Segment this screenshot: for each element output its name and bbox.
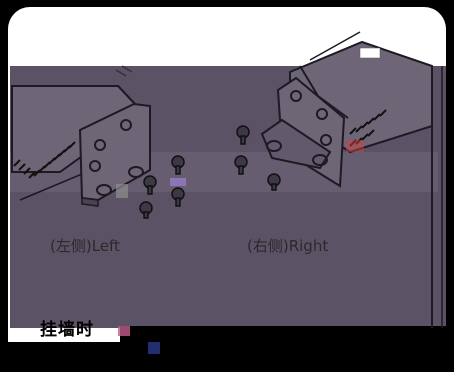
right-screw-2 <box>234 155 248 175</box>
right-bracket-hole-3 <box>320 134 332 146</box>
left-bracket-slot-2 <box>128 166 144 178</box>
bottom-band <box>8 342 454 364</box>
left-screw-hole-mark <box>116 184 128 198</box>
left-bracket-hole-2 <box>120 119 132 131</box>
right-bracket-hole-2 <box>316 108 328 120</box>
top-left-marks <box>115 65 133 77</box>
caption-right: (右侧)Right <box>247 237 329 255</box>
right-bracket-foot <box>260 118 332 170</box>
left-screw-2 <box>143 175 157 195</box>
left-screws <box>139 155 185 219</box>
right-color-artifact <box>346 140 364 152</box>
left-bracket-hole-3 <box>89 160 101 172</box>
left-bracket-hole-1 <box>94 139 106 151</box>
bottom-color-artifact-2 <box>148 342 160 354</box>
left-vent-slots <box>13 141 76 179</box>
left-bracket-slot-1 <box>96 184 112 196</box>
left-device <box>11 85 151 207</box>
right-screw-3 <box>267 173 281 191</box>
caption-wall-mount: 挂墙时 <box>40 320 94 340</box>
bottom-band-upper <box>120 326 454 344</box>
right-bracket-hole-1 <box>290 90 302 102</box>
right-bracket-slot-2 <box>312 154 328 166</box>
left-screw-4 <box>139 201 153 219</box>
left-screw-3 <box>171 187 185 207</box>
right-screws <box>234 125 281 191</box>
bottom-color-artifact <box>118 326 130 336</box>
right-bracket-slot-1 <box>266 140 282 152</box>
right-screw-1 <box>236 125 250 145</box>
top-right-marks <box>359 47 381 59</box>
left-color-artifact <box>170 178 186 186</box>
caption-left: (左侧)Left <box>50 237 120 255</box>
right-device <box>260 31 433 188</box>
left-screw-1 <box>171 155 185 175</box>
